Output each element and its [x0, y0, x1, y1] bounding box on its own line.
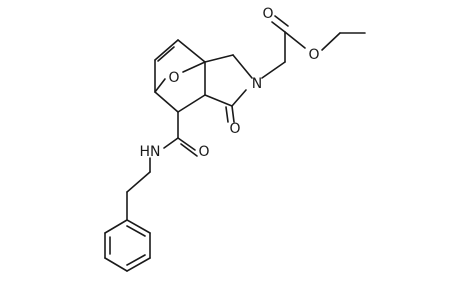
bond-n-ch2 [261, 61, 286, 79]
atom-amide-nh: HN [140, 144, 161, 160]
bond-amide-co-2 [180, 143, 198, 157]
bond-c3-c5 [154, 91, 179, 113]
atom-ester-carbonyl-oxygen: O [262, 6, 273, 22]
bond-ph-3 [104, 257, 128, 272]
bond-n-co [231, 89, 247, 107]
bond-amide-co-1 [177, 137, 196, 151]
bond-c-amide-n [163, 137, 179, 149]
bond-ph-inner-2 [126, 254, 146, 266]
bond-ch2-n [232, 54, 253, 79]
bond-ph-6 [126, 219, 151, 234]
bond-ph-4 [126, 257, 151, 272]
bond-c3-o-bridge [154, 78, 166, 93]
bond-co-c6 [204, 94, 233, 107]
bond-o-bridge-c4 [182, 61, 206, 73]
bond-ester-co-1 [271, 21, 286, 33]
bond-o-ethyl [321, 32, 341, 51]
bond-ester-co-2 [274, 15, 289, 27]
bond-ph-inner-3 [126, 225, 146, 237]
bond-c1-c4 [177, 39, 206, 63]
atom-lactam-oxygen: O [229, 121, 240, 137]
bond-c1-c2 [154, 39, 179, 61]
bond-c2-c1-double [157, 46, 175, 62]
atom-ring-oxygen: O [168, 70, 179, 86]
bond-ch2-ch2 [126, 171, 151, 193]
bond-lactam-co-1 [231, 105, 235, 123]
atom-amide-oxygen: O [198, 144, 209, 160]
bond-c-ester-o [284, 31, 306, 49]
bond-c4-ch2 [204, 54, 234, 63]
bond-c5-c6 [177, 94, 206, 113]
bond-ph-1 [104, 219, 128, 234]
atom-ester-oxygen: O [308, 47, 319, 63]
bond-lactam-co-2 [225, 106, 229, 123]
atom-lactam-nitrogen: N [252, 76, 262, 92]
